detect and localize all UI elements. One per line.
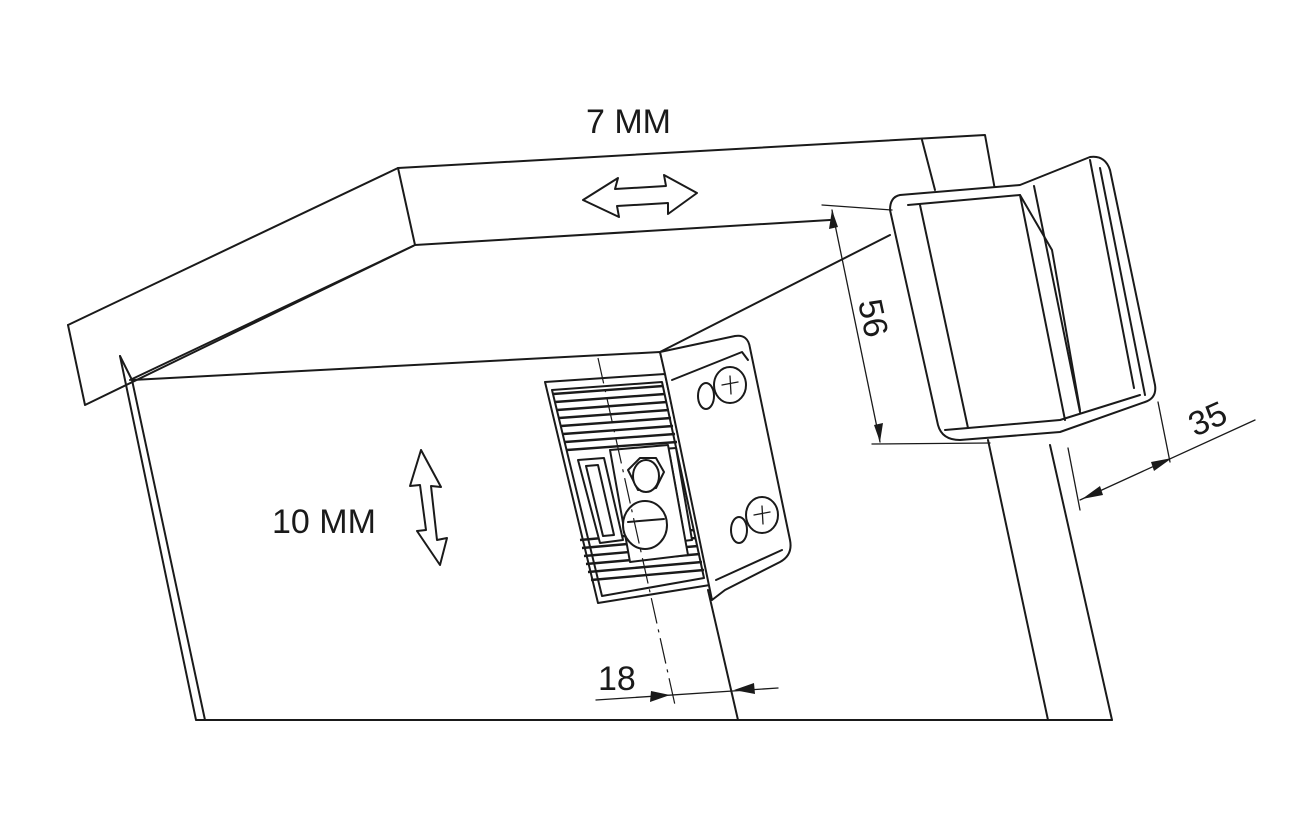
adjustment-bolt-icon	[627, 457, 665, 493]
hinge-bracket	[659, 334, 792, 601]
dimension-56	[821, 204, 991, 445]
top-board	[67, 134, 996, 406]
handle-block	[889, 155, 1157, 441]
dimension-18	[595, 683, 779, 702]
top-adjust-label: 7 MM	[586, 103, 671, 141]
vertical-adjust-arrow	[409, 449, 448, 566]
mounting-screw-hole	[622, 500, 668, 550]
screw-icon	[697, 366, 747, 410]
dimension-18-label: 18	[598, 660, 636, 698]
hinge-mounting-plate	[544, 373, 711, 604]
dimension-35	[1067, 401, 1256, 511]
screw-icon	[730, 496, 779, 544]
centerline	[597, 357, 676, 706]
plate-hatching	[552, 384, 705, 582]
dimension-35-label: 35	[1183, 394, 1233, 444]
side-adjust-label: 10 MM	[272, 503, 376, 541]
horizontal-adjust-arrow	[582, 174, 698, 218]
dimension-56-label: 56	[850, 296, 895, 341]
